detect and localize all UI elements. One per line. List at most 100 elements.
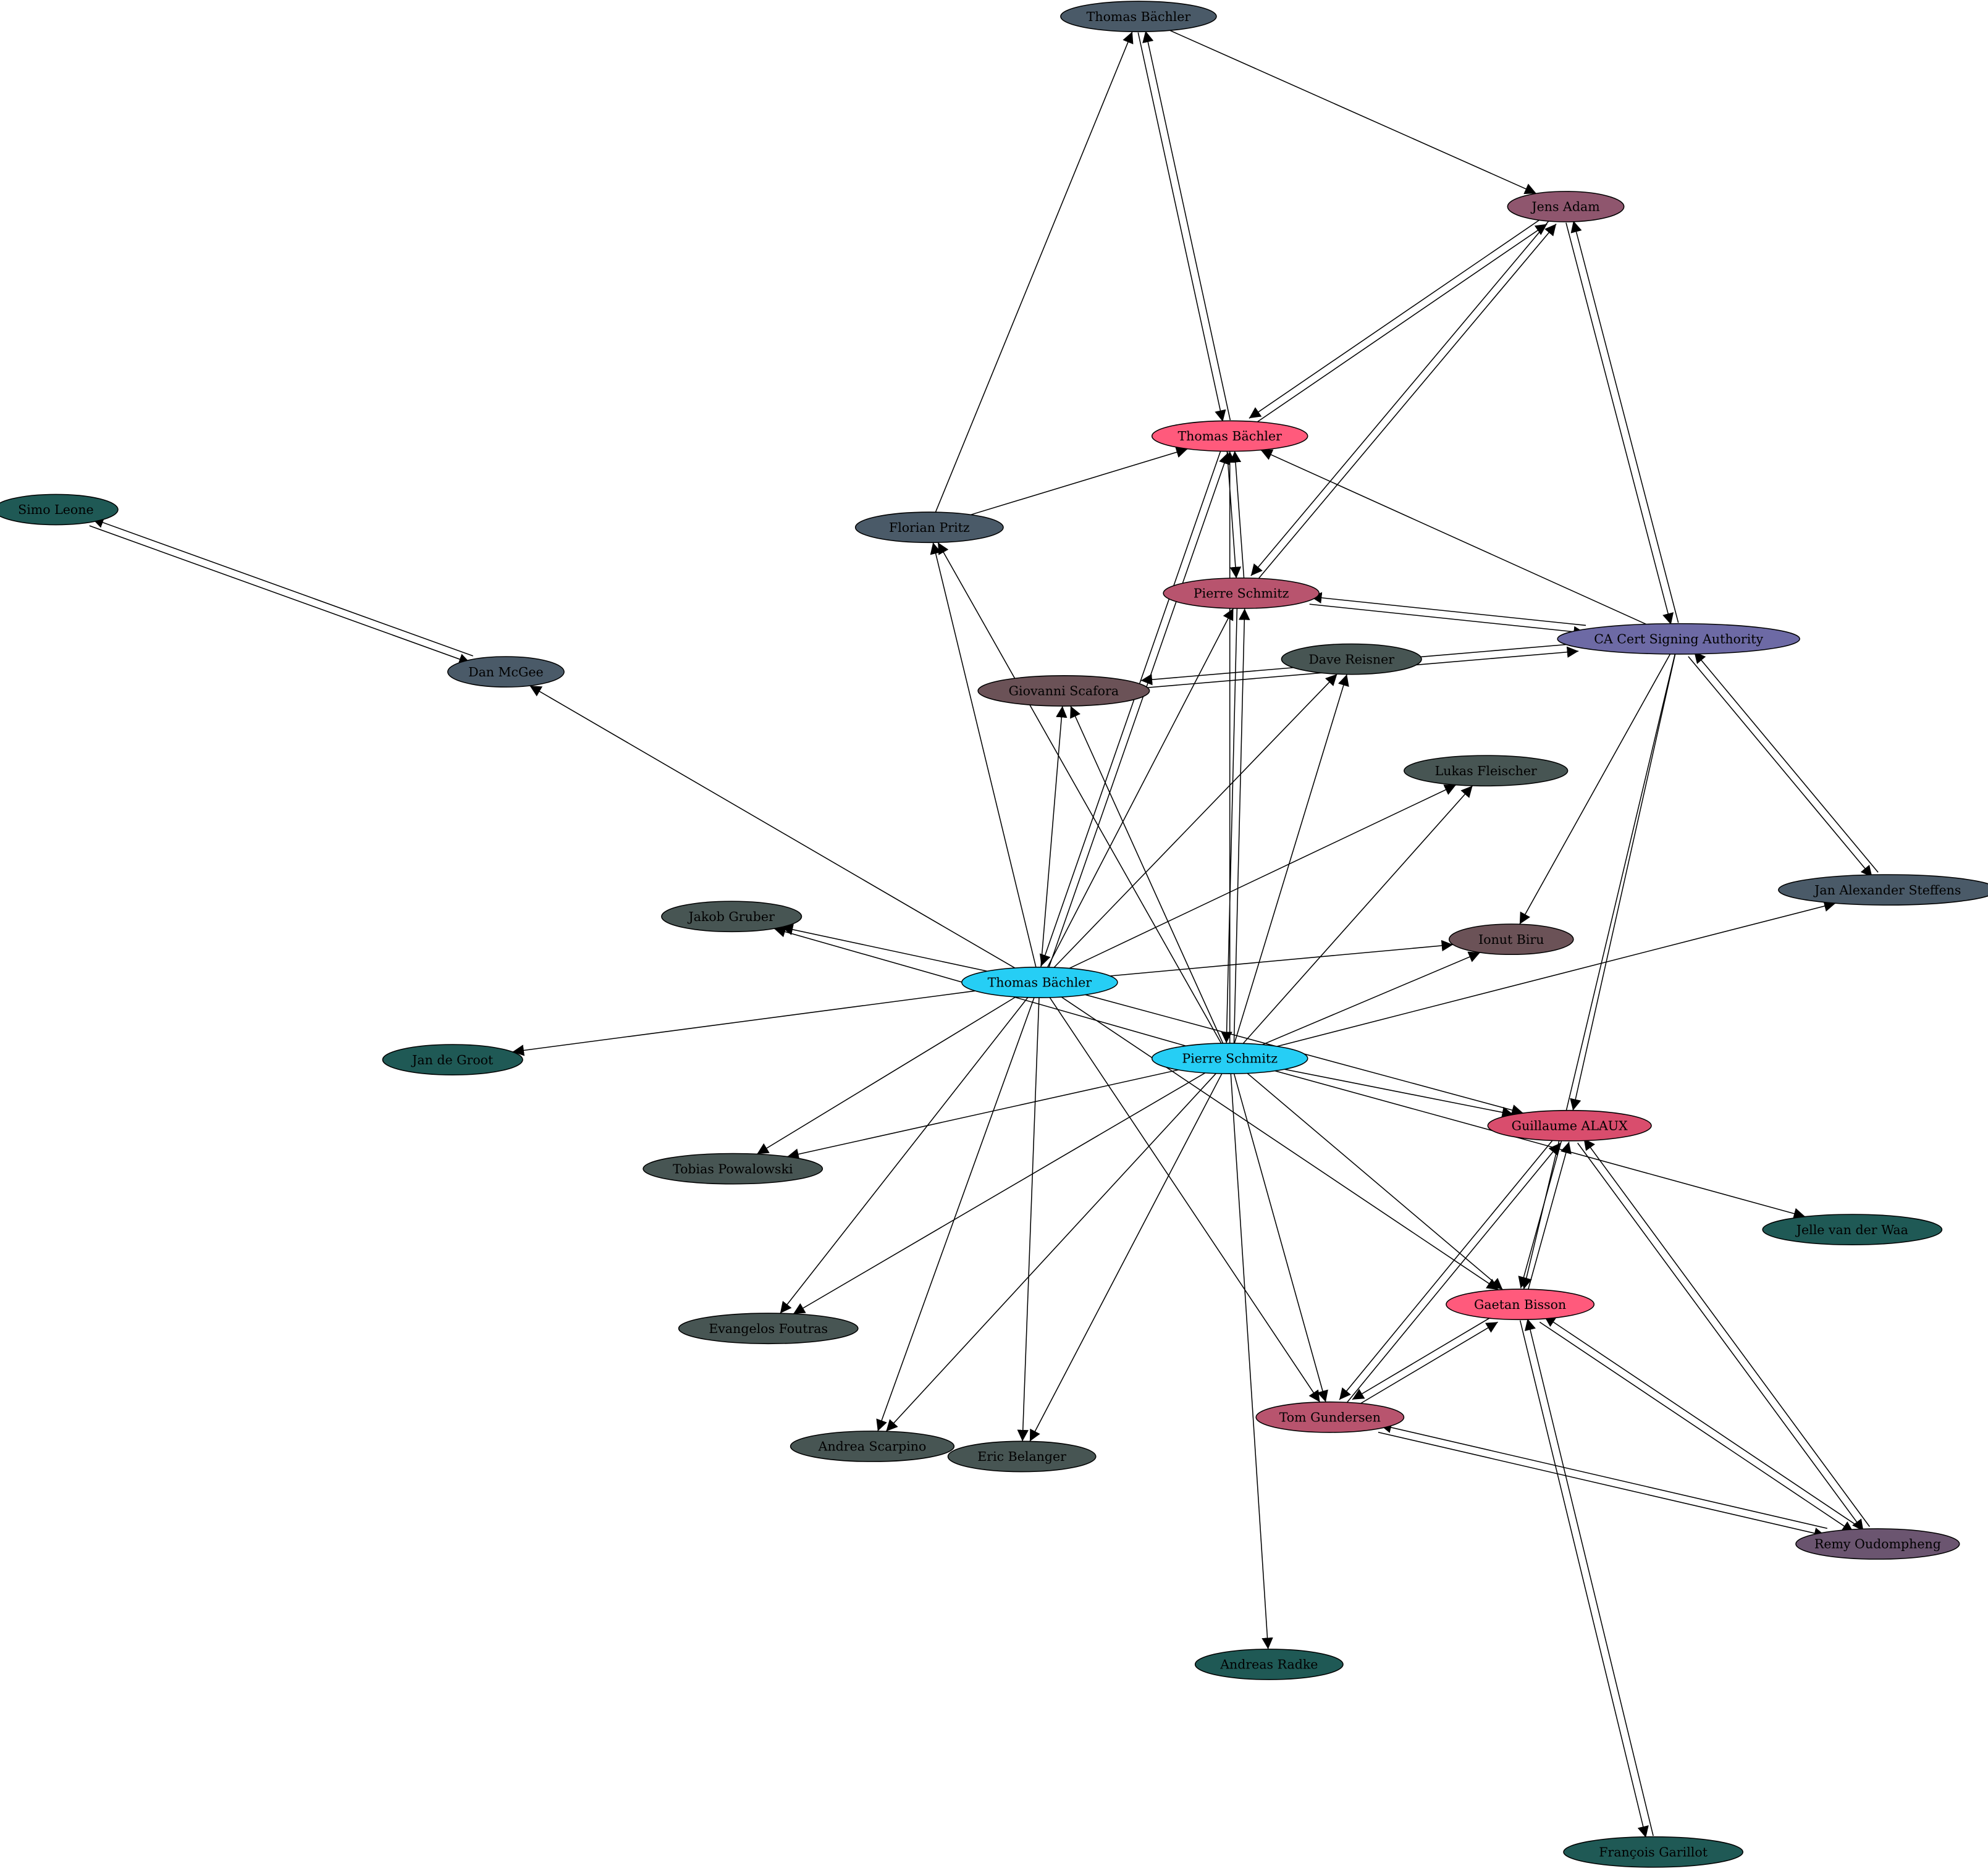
node-tom-gundersen[interactable]: Tom Gundersen	[1255, 1401, 1405, 1433]
node-simo-leone[interactable]: Simo Leone	[0, 494, 119, 526]
edge-p1-to-j	[1256, 224, 1557, 581]
node-evangelos-foutras[interactable]: Evangelos Foutras	[678, 1313, 859, 1345]
node-ellipse[interactable]	[382, 1044, 523, 1076]
node-eric-belanger[interactable]: Eric Belanger	[947, 1440, 1097, 1473]
node-label: Ionut Biru	[1478, 932, 1544, 947]
edge-gb-to-fg	[1519, 1320, 1649, 1838]
edge-p2-to-fp	[937, 542, 1222, 1044]
node-jelle-van-der-waa[interactable]: Jelle van der Waa	[1762, 1214, 1943, 1245]
node-dave-reisner[interactable]: Dave Reisner	[1281, 643, 1422, 675]
edge-t2-to-p1	[1047, 608, 1234, 968]
node-jakob-gruber[interactable]: Jakob Gruber	[661, 901, 802, 933]
node-andreas-radke[interactable]: Andreas Radke	[1194, 1649, 1344, 1680]
node-label: Simo Leone	[18, 502, 93, 517]
node-label: Jens Adam	[1530, 200, 1599, 214]
node-ellipse[interactable]	[678, 1313, 859, 1345]
edge-p2-to-ga	[1284, 1069, 1514, 1118]
edge-t0-to-t1	[1137, 32, 1226, 422]
node-ellipse[interactable]	[1281, 643, 1422, 675]
edge-p1-to-t1	[1229, 451, 1245, 578]
node-label: Guillaume ALAUX	[1512, 1119, 1628, 1133]
node-ellipse[interactable]	[1795, 1528, 1960, 1560]
edge-p2-to-dr	[1234, 674, 1349, 1044]
node-jan-alexander-steffens[interactable]: Jan Alexander Steffens	[1778, 874, 1988, 906]
node-label: Gaetan Bisson	[1474, 1297, 1566, 1312]
node-francois-garillot[interactable]: François Garillot	[1563, 1836, 1743, 1868]
node-pierre-schmitz[interactable]: Pierre Schmitz	[1151, 1043, 1308, 1074]
edge-t0-to-j	[1169, 30, 1537, 195]
edge-ca-to-j	[1570, 221, 1679, 623]
node-ellipse[interactable]	[1762, 1214, 1943, 1245]
edge-p1-to-ca	[1309, 603, 1585, 637]
node-label: CA Cert Signing Authority	[1594, 631, 1763, 646]
edge-gb-to-tg	[1352, 1314, 1494, 1400]
node-guillaume-alaux[interactable]: Guillaume ALAUX	[1487, 1109, 1652, 1142]
edge-t1-to-p1	[1226, 451, 1242, 579]
node-ellipse[interactable]	[1448, 923, 1574, 956]
node-ellipse[interactable]	[947, 1440, 1097, 1473]
node-ellipse[interactable]	[961, 967, 1118, 998]
node-ellipse[interactable]	[661, 901, 802, 933]
node-ellipse[interactable]	[1163, 578, 1320, 609]
edge-t2-to-as	[876, 997, 1035, 1432]
edge-dm-to-sl	[91, 517, 473, 657]
node-dan-mcgee[interactable]: Dan McGee	[447, 656, 565, 688]
node-ellipse[interactable]	[1487, 1109, 1652, 1142]
node-ellipse[interactable]	[1507, 191, 1625, 222]
node-pierre-schmitz[interactable]: Pierre Schmitz	[1163, 578, 1320, 609]
node-label: Jan de Groot	[411, 1053, 494, 1067]
node-ellipse[interactable]	[1194, 1649, 1344, 1680]
edge-ca-to-t1	[1260, 449, 1646, 625]
node-lukas-fleischer[interactable]: Lukas Fleischer	[1404, 755, 1569, 787]
node-giovanni-scafora[interactable]: Giovanni Scafora	[977, 675, 1150, 707]
node-remy-oudompheng[interactable]: Remy Oudompheng	[1795, 1528, 1960, 1560]
node-jan-de-groot[interactable]: Jan de Groot	[382, 1044, 523, 1076]
edge-t2-to-dr	[1053, 673, 1338, 968]
node-thomas-bachler[interactable]: Thomas Bächler	[961, 967, 1118, 998]
edge-p2-to-jvw	[1274, 1070, 1806, 1219]
node-label: Thomas Bächler	[988, 975, 1092, 990]
edge-t2-to-t1	[1048, 452, 1230, 969]
edge-t1-to-t2	[1039, 450, 1222, 967]
node-andrea-scarpino[interactable]: Andrea Scarpino	[790, 1431, 955, 1462]
edges-layer	[89, 30, 1879, 1838]
node-ellipse[interactable]	[642, 1153, 823, 1185]
node-ellipse[interactable]	[1255, 1401, 1405, 1433]
edge-t2-to-tg	[1049, 997, 1321, 1403]
node-ellipse[interactable]	[1557, 623, 1800, 655]
node-ellipse[interactable]	[1151, 420, 1308, 452]
node-ellipse[interactable]	[854, 511, 1004, 544]
node-label: Giovanni Scafora	[1009, 684, 1119, 699]
edge-ca-to-ib	[1519, 654, 1671, 925]
edge-ca-to-jas	[1688, 656, 1873, 878]
node-jens-adam[interactable]: Jens Adam	[1507, 191, 1625, 222]
edge-t1-to-t0	[1142, 30, 1231, 421]
node-florian-pritz[interactable]: Florian Pritz	[854, 511, 1004, 544]
edge-t2-to-ef	[780, 997, 1029, 1314]
node-ellipse[interactable]	[447, 656, 565, 688]
node-ellipse[interactable]	[1060, 1, 1217, 33]
node-ellipse[interactable]	[1151, 1043, 1308, 1074]
node-tobias-powalowski[interactable]: Tobias Powalowski	[642, 1153, 823, 1185]
node-ellipse[interactable]	[790, 1431, 955, 1462]
edge-ca-to-p1	[1310, 592, 1586, 626]
node-ionut-biru[interactable]: Ionut Biru	[1448, 923, 1574, 956]
node-label: Andrea Scarpino	[818, 1439, 927, 1454]
edge-p2-to-jas	[1276, 900, 1836, 1047]
node-ellipse[interactable]	[1778, 874, 1988, 906]
node-ellipse[interactable]	[1563, 1836, 1743, 1868]
edge-ga-to-tg	[1339, 1138, 1555, 1400]
node-ellipse[interactable]	[0, 494, 119, 526]
edge-gb-to-ro	[1539, 1321, 1854, 1533]
node-thomas-bachler[interactable]: Thomas Bächler	[1151, 420, 1308, 452]
node-ellipse[interactable]	[1446, 1289, 1595, 1321]
node-gaetan-bisson[interactable]: Gaetan Bisson	[1446, 1289, 1595, 1321]
edge-p2-to-ib	[1262, 951, 1481, 1045]
node-label: Pierre Schmitz	[1194, 586, 1289, 601]
node-ellipse[interactable]	[1404, 755, 1569, 787]
node-ellipse[interactable]	[977, 675, 1150, 707]
node-thomas-bachler[interactable]: Thomas Bächler	[1060, 1, 1217, 33]
node-ca-cert-signing-authority[interactable]: CA Cert Signing Authority	[1557, 623, 1800, 655]
edge-fp-to-t1	[971, 447, 1188, 516]
